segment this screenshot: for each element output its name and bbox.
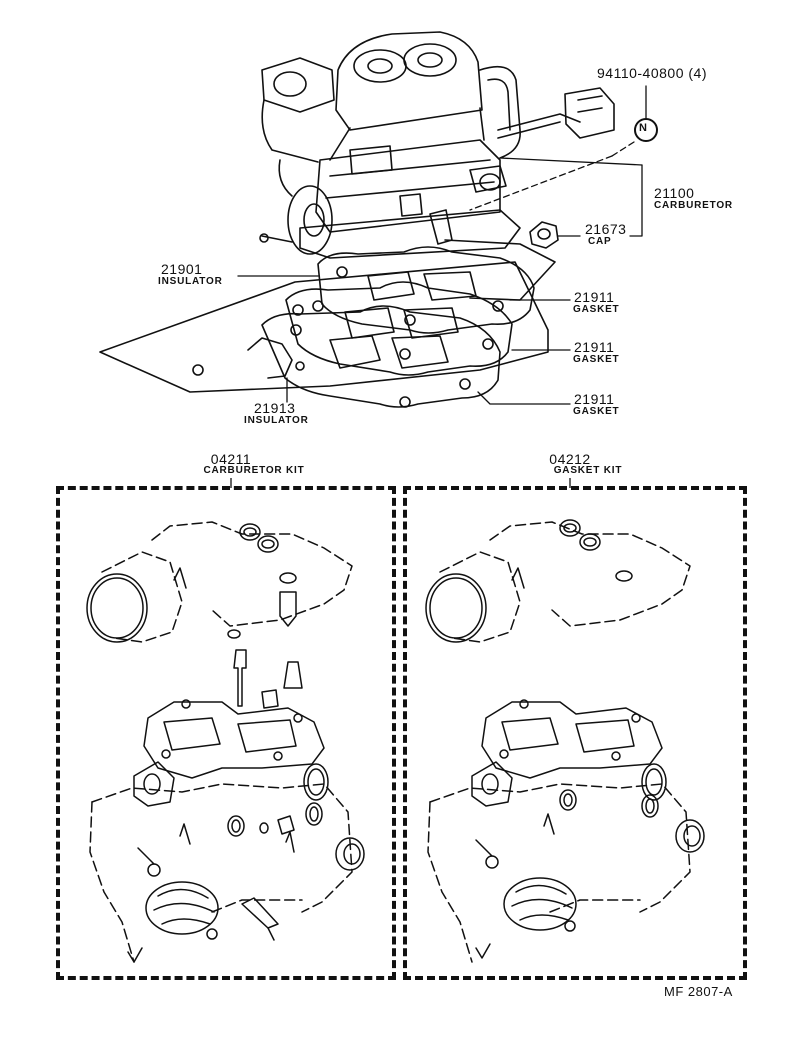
o-ring-10 [559, 789, 577, 811]
o-ring-3 [303, 763, 329, 801]
o-ring-8 [615, 570, 633, 582]
carburetor-kit-frame [56, 486, 396, 980]
part-number-bolt: 94110-40800 (4) [597, 65, 707, 81]
bolt-symbol: N [639, 122, 647, 134]
kit-part-number-carburetor: 04211 [210, 451, 252, 467]
cap-21673 [529, 221, 559, 249]
kit-name-gasket: GASKET KIT [553, 465, 623, 476]
part-number-insulator-lower: 21913 [254, 400, 296, 416]
clip-1 [173, 567, 187, 589]
o-ring-4 [227, 815, 245, 837]
accelerator-pump-boot-2 [503, 877, 577, 931]
air-horn-outline [101, 521, 353, 643]
kit-part-number-gasket: 04212 [549, 451, 591, 467]
power-piston [233, 649, 303, 709]
part-number-gasket-2: 21911 [574, 339, 615, 355]
part-number-gasket-1: 21911 [574, 289, 615, 305]
part-name-carburetor: CARBURETOR [654, 200, 733, 211]
part-name-gasket-1: GASKET [573, 304, 620, 315]
air-horn-gasket-ring [86, 573, 148, 643]
needle-valve [227, 572, 297, 639]
part-name-gasket-3: GASKET [573, 406, 620, 417]
part-number-insulator-upper: 21901 [161, 261, 203, 277]
gasket-kit-gasket [481, 699, 663, 779]
air-horn-outline-2 [439, 521, 691, 643]
body-outline [89, 783, 353, 963]
float-pin [241, 897, 279, 929]
diaphragm-cover-2 [675, 819, 705, 853]
part-number-carburetor: 21100 [654, 185, 695, 201]
kit-name-carburetor: CARBURETOR KIT [203, 465, 305, 476]
carburetor-assembly-drawing [99, 31, 658, 408]
kit-leader-lines [230, 478, 571, 488]
carburetor-21100 [259, 31, 615, 259]
part-name-insulator-upper: INSULATOR [158, 276, 223, 287]
o-ring-6 [559, 519, 581, 537]
diaphragm-cover [335, 837, 365, 871]
o-ring-9 [641, 763, 667, 801]
accelerator-pump-boot [145, 881, 219, 935]
diagram-reference-code: MF 2807-A [664, 984, 733, 999]
o-ring-5 [305, 802, 323, 826]
o-ring-2 [257, 535, 279, 553]
o-ring-1 [239, 523, 261, 541]
gasket-kit-frame [403, 486, 747, 980]
leader-lines [237, 85, 647, 405]
bolt-symbol-circle [634, 118, 658, 142]
carburetor-gasket [143, 699, 325, 779]
air-horn-gasket-ring-2 [425, 573, 487, 643]
part-number-gasket-3: 21911 [574, 391, 615, 407]
part-name-insulator-lower: INSULATOR [244, 415, 309, 426]
insulator-21901 [317, 239, 556, 334]
o-ring-11 [641, 794, 659, 818]
flange-gasket [133, 761, 175, 807]
o-ring-7 [579, 533, 601, 551]
body-outline-2 [427, 783, 691, 963]
part-number-cap: 21673 [585, 221, 627, 237]
part-name-cap: CAP [588, 236, 612, 247]
part-name-gasket-2: GASKET [573, 354, 620, 365]
carburetor-kit-drawing [86, 521, 365, 963]
gasket-kit-drawing [425, 519, 705, 963]
clip-2 [179, 823, 191, 845]
gasket-21911-middle [285, 281, 513, 376]
